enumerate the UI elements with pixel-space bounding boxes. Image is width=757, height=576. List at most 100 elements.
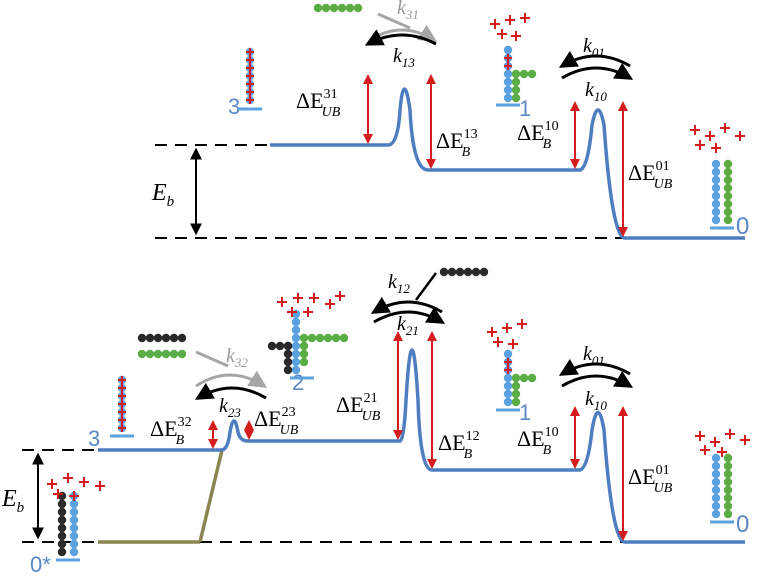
bead [511, 389, 521, 399]
bead [711, 501, 721, 511]
bead [337, 3, 347, 13]
top-state-1-glyph [490, 13, 537, 107]
bead [137, 333, 147, 343]
bead [169, 349, 179, 359]
bottom-state-1-glyph [487, 319, 537, 412]
bead [69, 547, 79, 557]
bead [511, 77, 521, 87]
top-k13-arrow [364, 29, 437, 46]
bead [503, 77, 513, 87]
top-eb-label: Eb [151, 180, 175, 210]
bead [331, 333, 341, 343]
bead [291, 365, 301, 375]
bead [711, 207, 721, 217]
bottom-k01-label: k01 [583, 343, 605, 368]
bead [57, 547, 67, 557]
bottom-state-0-label: 0 [736, 511, 749, 538]
bottom-k23-arrow [194, 382, 267, 400]
top-k10-arrow [561, 62, 634, 80]
bead [511, 397, 521, 407]
bead [723, 207, 733, 217]
bead [519, 69, 529, 79]
bead [313, 3, 323, 13]
bead [511, 373, 521, 383]
bead [137, 349, 147, 359]
bead [503, 45, 513, 55]
bead [177, 333, 187, 343]
bottom-k21-arrow [373, 306, 446, 324]
bottom-state-0star-label: 0* [30, 552, 51, 576]
bead [283, 357, 293, 367]
bead [291, 357, 301, 367]
bead [711, 485, 721, 495]
bead [723, 183, 733, 193]
bead [711, 453, 721, 463]
bead [519, 373, 529, 383]
bottom-k12-strand-link [414, 272, 438, 301]
bead [723, 175, 733, 185]
bead [57, 531, 67, 541]
bead [291, 317, 301, 327]
bead [283, 341, 293, 351]
top-state-1-label: 1 [519, 96, 531, 121]
bead [711, 493, 721, 503]
bottom-energy-profile [98, 348, 745, 544]
bead [723, 485, 733, 495]
bead [711, 167, 721, 177]
bead [711, 477, 721, 487]
bead [299, 341, 309, 351]
bead [291, 325, 301, 335]
bottom-k23-label: k23 [219, 395, 241, 420]
bottom-k12-label: k12 [388, 271, 410, 296]
bead [503, 381, 513, 391]
top-k31-label: k31 [397, 0, 419, 22]
top-k10-label: k10 [585, 79, 607, 104]
bottom-state-1-label: 1 [519, 400, 531, 425]
bead [723, 167, 733, 177]
bead [267, 341, 277, 351]
bead [711, 175, 721, 185]
bead [299, 333, 309, 343]
bottom-state-3-glyph [110, 375, 134, 438]
bottom-k32-free-arrow [195, 350, 229, 368]
bead [527, 373, 537, 383]
bead [455, 267, 465, 277]
bead [291, 333, 301, 343]
bead [161, 349, 171, 359]
bead [511, 381, 521, 391]
bead [711, 215, 721, 225]
bottom-state-0star-glyph [47, 473, 105, 562]
bead [315, 333, 325, 343]
bead [479, 267, 489, 277]
top-state-3-label: 3 [228, 94, 240, 119]
bead [711, 199, 721, 209]
top-state-0-glyph [690, 123, 745, 230]
bottom-state-2-glyph [267, 291, 349, 380]
bead [511, 85, 521, 95]
bead [145, 333, 155, 343]
bead [57, 515, 67, 525]
bead [723, 509, 733, 519]
top-k01-label: k01 [583, 35, 605, 60]
bottom-k32-label: k32 [226, 345, 248, 370]
bead [471, 267, 481, 277]
top-k31-free-arrow [377, 12, 411, 30]
top-state-3-glyph [238, 47, 262, 111]
bead [503, 69, 513, 79]
bead [723, 469, 733, 479]
bottom-k10-label: k10 [585, 388, 607, 413]
top-energy-profile [270, 87, 745, 240]
bead [307, 333, 317, 343]
bottom-state-0-glyph [695, 429, 750, 524]
bead [723, 191, 733, 201]
bead [711, 159, 721, 169]
bead [503, 389, 513, 399]
bead [177, 349, 187, 359]
bead [711, 191, 721, 201]
bead [711, 509, 721, 519]
bottom-k10-arrow [561, 370, 634, 388]
bead [511, 69, 521, 79]
